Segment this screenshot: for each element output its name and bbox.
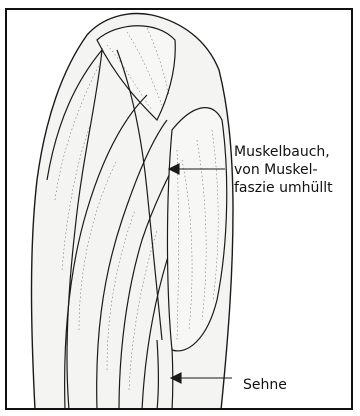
tendon-label: Sehne [243,376,287,394]
muscle-belly-label-line-1: Muskelbauch, [234,143,333,161]
muscle-belly-label-line-2: von Muskel- [234,161,333,179]
figure-frame: Muskelbauch, von Muskel- faszie umhüllt … [5,8,353,410]
muscle-belly-label-line-3: faszie umhüllt [234,179,333,197]
muscle-belly-label: Muskelbauch, von Muskel- faszie umhüllt [234,143,333,197]
muscle-illustration [7,10,351,408]
